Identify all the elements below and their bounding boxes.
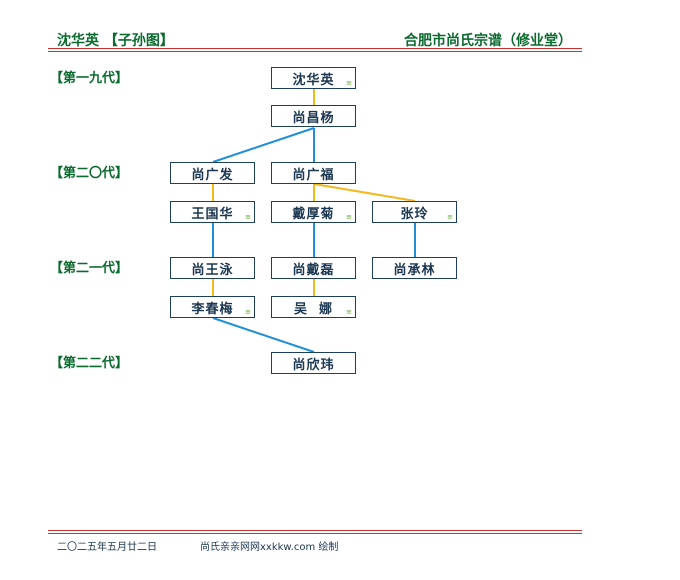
descent-line [212,127,315,163]
person-node-shang-guangfu[interactable]: 尚广福 [271,162,356,184]
person-node-wang-guohua[interactable]: 王国华 ≡ [170,201,255,223]
spouse-mark-icon: ≡ [346,308,352,316]
person-node-shen-huaying[interactable]: 沈华英 ≡ [271,67,356,89]
spouse-mark-icon: ≡ [346,79,352,87]
generation-label-20: 【第二〇代】 [50,166,129,181]
genealogy-title: 合肥市尚氏宗谱（修业堂） [404,33,572,49]
chart-title: 沈华英 【子孙图】 [57,33,174,49]
generation-label-22: 【第二二代】 [50,356,129,371]
person-node-zhang-ling[interactable]: 张玲 ≡ [372,201,457,223]
footer-rule-top [48,530,582,531]
person-name: 张玲 [400,206,429,222]
person-name: 尚广发 [191,167,234,183]
footer-credit-link[interactable]: 尚氏亲亲网网xxkkw.com 绘制 [200,542,339,553]
person-node-shang-changyang[interactable]: 尚昌杨 [271,105,356,127]
header-rule-bottom [48,51,582,52]
header-rule-top [48,48,582,49]
person-node-shang-chenglin[interactable]: 尚承林 [372,257,457,279]
person-name: 戴厚菊 [292,206,335,222]
person-node-shang-dailei[interactable]: 尚戴磊 [271,257,356,279]
spouse-line [313,183,416,202]
person-node-shang-guangfa[interactable]: 尚广发 [170,162,255,184]
person-name: 李春梅 [191,301,234,317]
descent-line [212,317,315,353]
footer-date: 二〇二五年五月廿二日 [57,542,157,553]
spouse-mark-icon: ≡ [346,213,352,221]
person-name: 尚欣玮 [292,357,335,373]
generation-label-19: 【第一九代】 [50,71,129,86]
person-name: 尚戴磊 [292,262,335,278]
person-name: 尚广福 [292,167,335,183]
person-node-li-chunmei[interactable]: 李春梅 ≡ [170,296,255,318]
generation-label-21: 【第二一代】 [50,261,129,276]
spouse-mark-icon: ≡ [245,213,251,221]
person-name: 沈华英 [292,72,335,88]
person-node-dai-houju[interactable]: 戴厚菊 ≡ [271,201,356,223]
person-node-wu-na[interactable]: 吴 娜 ≡ [271,296,356,318]
person-node-shang-wangyong[interactable]: 尚王泳 [170,257,255,279]
person-name: 尚承林 [393,262,436,278]
footer-rule-bottom [48,533,582,534]
spouse-mark-icon: ≡ [447,213,453,221]
person-node-shang-xinwei[interactable]: 尚欣玮 [271,352,356,374]
person-name: 吴 娜 [293,301,334,317]
person-name: 王国华 [191,206,234,222]
person-name: 尚王泳 [191,262,234,278]
spouse-mark-icon: ≡ [245,308,251,316]
person-name: 尚昌杨 [292,110,335,126]
